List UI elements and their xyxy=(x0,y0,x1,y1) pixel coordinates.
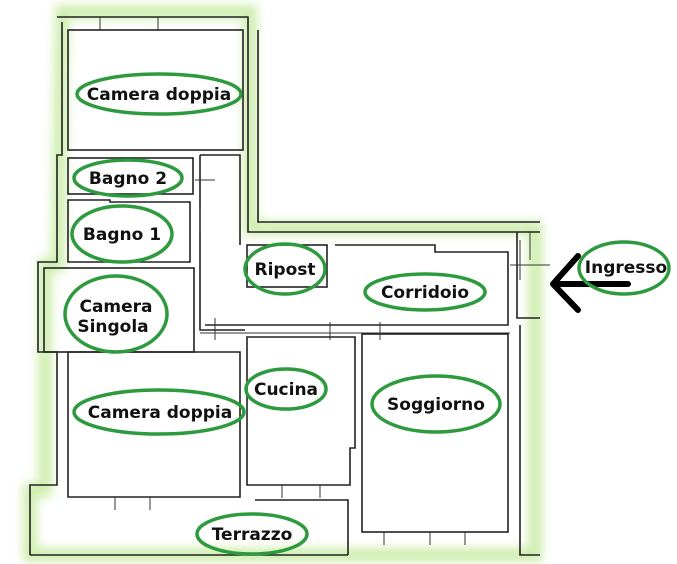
walls xyxy=(29,16,550,556)
room-label: Bagno 2 xyxy=(89,169,167,189)
room-soggiorno: Soggiorno xyxy=(370,374,502,434)
room-bagno-2: Bagno 2 xyxy=(72,158,184,198)
room-camera-doppia-bottom: Camera doppia xyxy=(72,388,246,436)
room-camera-singola: Camera Singola xyxy=(63,274,169,354)
room-ingresso: Ingresso xyxy=(577,240,671,296)
room-label: Camera doppia xyxy=(88,403,232,423)
room-ripostiglio: Ripost xyxy=(243,242,327,296)
room-label: Terrazzo xyxy=(212,525,293,545)
room-label: Soggiorno xyxy=(387,395,485,415)
room-label: Camera xyxy=(79,297,152,317)
room-camera-doppia-top: Camera doppia xyxy=(75,72,243,116)
room-label: Ingresso xyxy=(585,258,667,278)
room-corridoio: Corridoio xyxy=(363,272,487,312)
entrance-arrow-icon xyxy=(550,253,631,313)
room-label: Singola xyxy=(77,317,148,337)
room-label: Corridoio xyxy=(381,283,469,303)
room-label: Bagno 1 xyxy=(83,225,161,245)
room-bagno-1: Bagno 1 xyxy=(70,204,174,264)
room-cucina: Cucina xyxy=(244,367,328,411)
room-label: Camera doppia xyxy=(87,85,231,105)
room-terrazzo: Terrazzo xyxy=(195,512,309,556)
room-label: Ripost xyxy=(254,260,315,280)
room-label: Cucina xyxy=(254,380,318,400)
